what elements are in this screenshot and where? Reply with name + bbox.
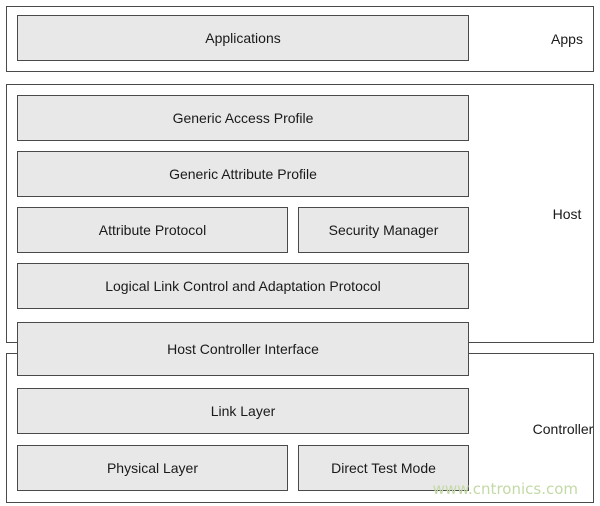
host-label: Host [552, 206, 582, 222]
l2cap-block: Logical Link Control and Adaptation Prot… [17, 263, 469, 309]
watermark-text: www.cntronics.com [432, 480, 578, 498]
generic-access-profile-block: Generic Access Profile [17, 95, 469, 141]
applications-block: Applications [17, 15, 469, 61]
controller-label: Controller [532, 421, 594, 437]
security-manager-block: Security Manager [298, 207, 469, 253]
physical-layer-block: Physical Layer [17, 445, 288, 491]
direct-test-mode-block: Direct Test Mode [298, 445, 469, 491]
link-layer-block: Link Layer [17, 388, 469, 434]
host-controller-interface-block: Host Controller Interface [17, 322, 469, 376]
attribute-protocol-block: Attribute Protocol [17, 207, 288, 253]
generic-attribute-profile-block: Generic Attribute Profile [17, 151, 469, 197]
apps-label: Apps [551, 31, 583, 47]
